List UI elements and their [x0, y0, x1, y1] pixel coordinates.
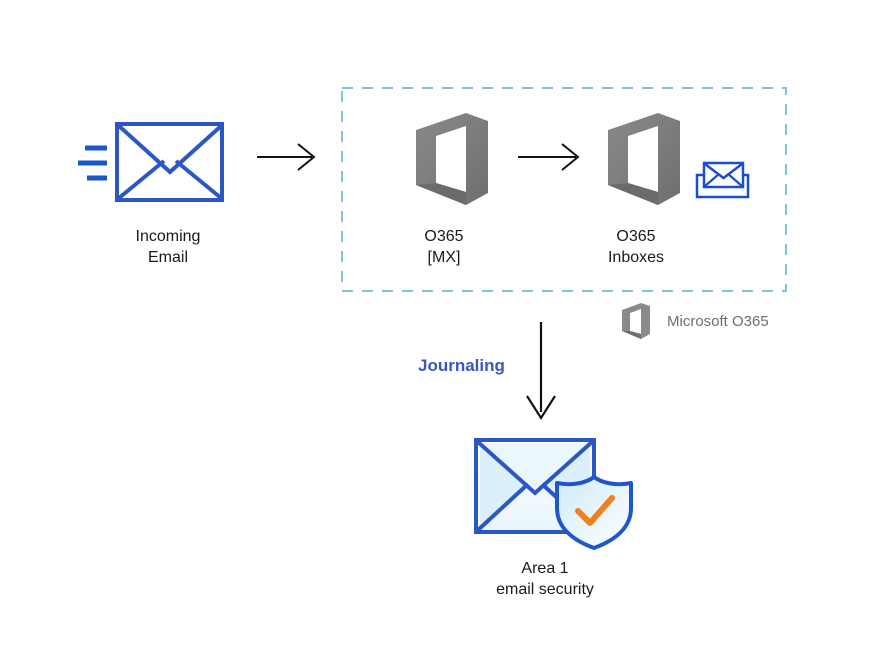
- envelope-fold-right: [174, 159, 223, 200]
- arrow-inboxes-to-area1: [526, 322, 556, 421]
- o365-inner-page: [628, 126, 658, 192]
- inbox-envelope-fold-left: [704, 173, 720, 187]
- office365-logo-icon-inboxes: [608, 113, 680, 205]
- legend-item-microsoft-o365-label: Microsoft O365: [667, 313, 769, 330]
- incoming-email-label: Incoming Email: [135, 228, 201, 266]
- area1-envelope-fold-left: [476, 482, 530, 532]
- o365-inner-page: [436, 126, 466, 192]
- area1-label: Area 1 email security: [496, 560, 594, 598]
- inbox-tray-icon: [695, 161, 750, 199]
- area1-shield-body: [555, 475, 633, 550]
- inbox-envelope-fold-right: [727, 173, 743, 187]
- o365-mx-label: O365 [MX]: [424, 228, 464, 266]
- area1-shield-check-icon: [575, 495, 615, 526]
- arrow-mx-to-inboxes: [518, 143, 580, 171]
- arrow-incoming-to-mx: [257, 143, 316, 171]
- area1-envelope-shade-top: [482, 443, 588, 489]
- inbox-envelope-flap: [704, 163, 743, 180]
- journaling-connector-label: Journaling: [418, 356, 505, 375]
- legend-office365-logo-icon: [622, 303, 650, 339]
- o365-boundary: [341, 87, 787, 292]
- envelope-fold-left: [117, 159, 166, 200]
- o365-shadow-fold: [416, 183, 466, 205]
- o365-shadow-fold: [608, 183, 658, 205]
- o365-inboxes-label: O365 Inboxes: [607, 228, 665, 266]
- office365-logo-icon-mx: [416, 113, 488, 205]
- email-shield-icon: [474, 438, 633, 550]
- envelope-flap-left: [117, 124, 223, 175]
- area1-envelope-flap: [476, 440, 594, 496]
- area1-envelope-shade-left: [480, 444, 528, 528]
- envelope-motion-icon: [78, 122, 224, 202]
